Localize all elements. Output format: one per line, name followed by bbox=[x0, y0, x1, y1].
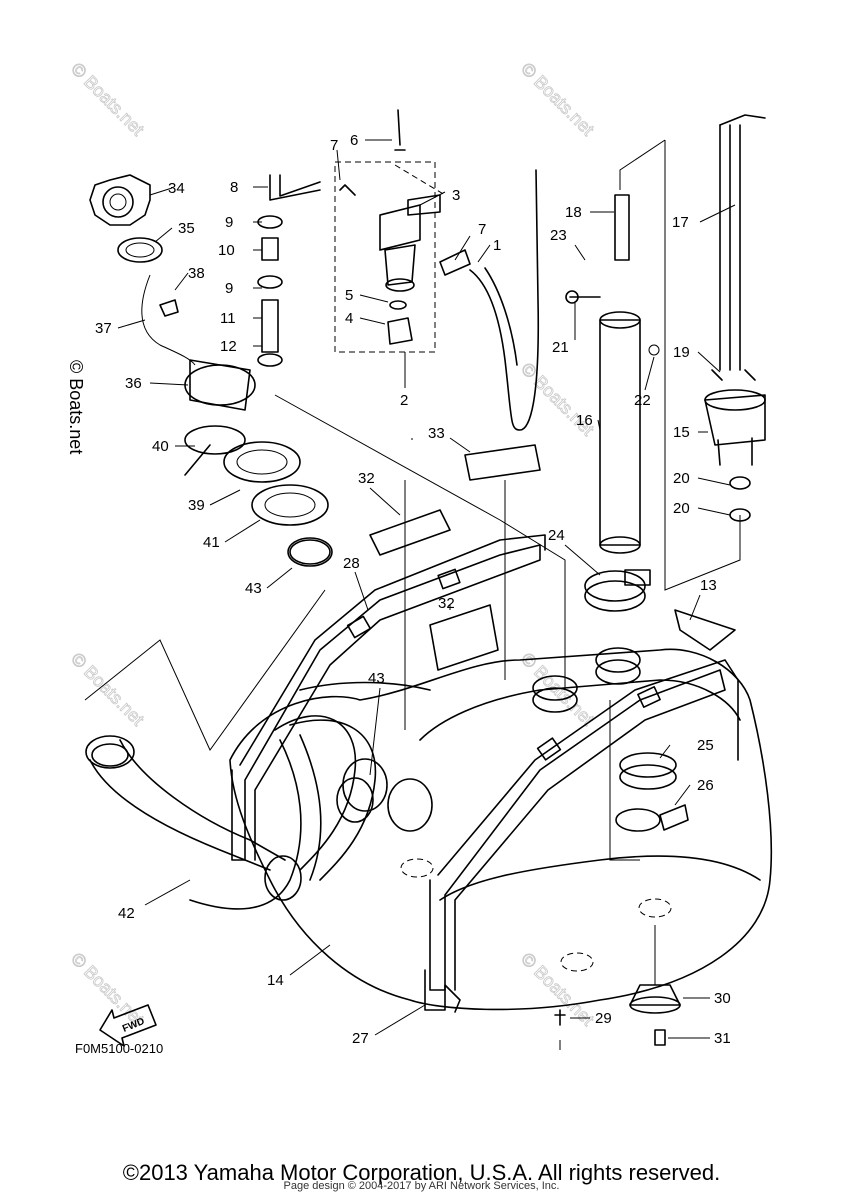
callout-36: 36 bbox=[125, 375, 142, 392]
callout-31: 31 bbox=[714, 1030, 731, 1047]
callout-9-bottom: 9 bbox=[225, 280, 233, 297]
callout-12: 12 bbox=[220, 338, 237, 355]
callout-4: 4 bbox=[345, 310, 353, 327]
filler-hose bbox=[85, 734, 322, 910]
callout-35: 35 bbox=[178, 220, 195, 237]
callout-32-mid: 32 bbox=[438, 595, 455, 612]
fuel-sender bbox=[334, 109, 540, 431]
callout-5: 5 bbox=[345, 287, 353, 304]
copyright-notice: ©2013 Yamaha Motor Corporation, U.S.A. A… bbox=[122, 1160, 721, 1185]
watermark: © Boats.net bbox=[517, 59, 598, 140]
callout-7-right: 7 bbox=[478, 221, 486, 238]
callout-28: 28 bbox=[343, 555, 360, 572]
callout-20-bottom: 20 bbox=[673, 500, 690, 517]
pads bbox=[369, 444, 541, 671]
filler-cap-assembly bbox=[89, 174, 333, 567]
watermark: © Boats.net bbox=[67, 59, 148, 140]
callout-32-top: 32 bbox=[358, 470, 375, 487]
drawing-code: F0M5100-0210 bbox=[75, 1041, 163, 1056]
callout-2: 2 bbox=[400, 392, 408, 409]
callout-3: 3 bbox=[452, 187, 460, 204]
vent-hoses bbox=[257, 174, 356, 367]
callout-17: 17 bbox=[672, 214, 689, 231]
callout-38: 38 bbox=[188, 265, 205, 282]
callout-41: 41 bbox=[203, 534, 220, 551]
callout-29: 29 bbox=[595, 1010, 612, 1027]
callout-23: 23 bbox=[550, 227, 567, 244]
callout-21: 21 bbox=[552, 339, 569, 356]
callout-27: 27 bbox=[352, 1030, 369, 1047]
callout-6: 6 bbox=[350, 132, 358, 149]
callout-40: 40 bbox=[152, 438, 169, 455]
watermark: © Boats.net bbox=[517, 949, 598, 1030]
callout-43-mid: 43 bbox=[368, 670, 385, 687]
callout-20-top: 20 bbox=[673, 470, 690, 487]
leader-lines bbox=[84, 139, 741, 1050]
callout-9-top: 9 bbox=[225, 214, 233, 231]
watermark: © Boats.net bbox=[67, 649, 148, 730]
callout-18: 18 bbox=[565, 204, 582, 221]
page-design-credit: Page design © 2004-2017 by ARI Network S… bbox=[283, 1180, 560, 1192]
callout-8: 8 bbox=[230, 179, 238, 196]
callout-33: 33 bbox=[428, 425, 445, 442]
callout-13: 13 bbox=[700, 577, 717, 594]
callout-10: 10 bbox=[218, 242, 235, 259]
callouts: 1 2 3 4 5 6 7 7 8 9 9 10 11 12 13 14 15 … bbox=[95, 132, 731, 1047]
callout-42: 42 bbox=[118, 905, 135, 922]
fuel-pump-assembly bbox=[565, 114, 766, 832]
callout-15: 15 bbox=[673, 424, 690, 441]
callout-26: 26 bbox=[697, 777, 714, 794]
callout-43-top: 43 bbox=[245, 580, 262, 597]
fuel-tank bbox=[229, 534, 773, 1013]
callout-24: 24 bbox=[548, 527, 565, 544]
callout-19: 19 bbox=[673, 344, 690, 361]
callout-11: 11 bbox=[220, 310, 236, 327]
side-watermark: © Boats.net bbox=[66, 360, 86, 454]
callout-7-top: 7 bbox=[330, 137, 338, 154]
callout-22: 22 bbox=[634, 392, 651, 409]
callout-30: 30 bbox=[714, 990, 731, 1007]
callout-37: 37 bbox=[95, 320, 112, 337]
callout-25: 25 bbox=[697, 737, 714, 754]
mounts bbox=[554, 984, 681, 1046]
clamps bbox=[289, 539, 374, 823]
callout-34: 34 bbox=[168, 180, 185, 197]
callout-16: 16 bbox=[576, 412, 593, 429]
callout-14: 14 bbox=[267, 972, 284, 989]
callout-39: 39 bbox=[188, 497, 205, 514]
callout-1: 1 bbox=[493, 237, 501, 254]
watermark-layer: © Boats.net © Boats.net © Boats.net © Bo… bbox=[67, 58, 599, 1030]
